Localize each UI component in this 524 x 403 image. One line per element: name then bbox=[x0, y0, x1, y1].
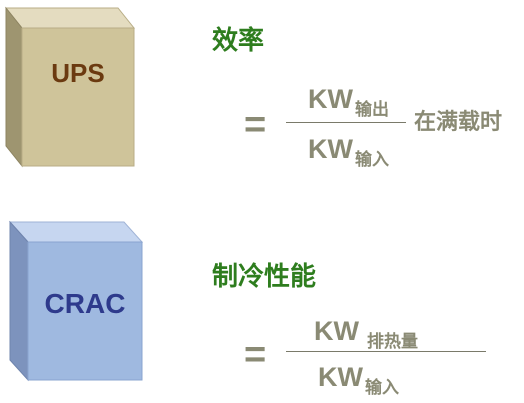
ups-equals-sign: = bbox=[244, 104, 267, 146]
ups-condition-text: 在满载时 bbox=[414, 110, 503, 135]
ups-fraction-line bbox=[286, 122, 406, 123]
crac-denominator-subscript: 输入 bbox=[364, 378, 399, 398]
ups-denominator-subscript: 输入 bbox=[354, 150, 389, 170]
ups-cube-shape bbox=[4, 6, 136, 168]
ups-numerator-subscript: 输出 bbox=[354, 100, 389, 120]
crac-box: CRAC bbox=[0, 218, 148, 384]
crac-cooling-heading: 制冷性能 bbox=[212, 262, 317, 292]
ups-box-label: UPS bbox=[51, 58, 105, 88]
ups-denominator-unit: KW bbox=[308, 134, 353, 164]
ups-numerator-unit: KW bbox=[308, 84, 353, 114]
crac-box-label: CRAC bbox=[44, 288, 126, 319]
crac-equals-sign: = bbox=[244, 334, 267, 376]
crac-numerator: KW 排热量 bbox=[314, 316, 418, 351]
crac-fraction-line bbox=[286, 351, 486, 352]
ups-efficiency-heading: 效率 bbox=[212, 26, 265, 56]
crac-numerator-unit: KW bbox=[314, 316, 359, 346]
ups-box: UPS bbox=[0, 4, 140, 170]
crac-denominator-unit: KW bbox=[318, 362, 363, 392]
crac-cube-shape bbox=[8, 220, 144, 382]
crac-numerator-subscript: 排热量 bbox=[366, 332, 418, 352]
